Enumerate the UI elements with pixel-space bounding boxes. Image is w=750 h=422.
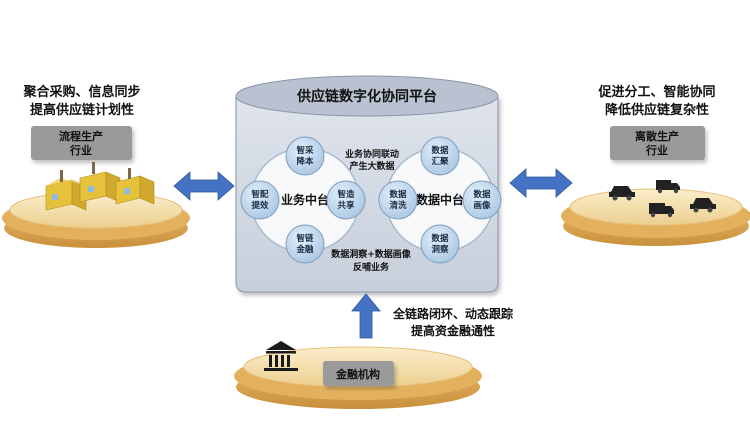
data-hub: 数据中台 数据 汇聚 数据 清洗 数据 画像 数据 洞察: [378, 136, 502, 264]
right-discrete-industry: 促进分工、智能协同 降低供应链复杂性 离散生产 行业: [561, 84, 750, 246]
truck-icon: [656, 180, 680, 194]
business-hub: 业务中台 智采 降本 智配 提效 智造 共享 智链 金融: [240, 136, 366, 264]
truck-icon: [649, 203, 674, 218]
node-data-aggregate: 数据 汇聚: [420, 136, 460, 176]
left-box-line1: 流程生产: [59, 129, 103, 143]
platform-title: 供应链数字化协同平台: [296, 88, 437, 105]
node-label: 清洗: [389, 200, 407, 211]
bottom-caption-line2: 提高资金融通性: [411, 323, 495, 338]
bottom-caption-line1: 全链路闭环、动态跟踪: [392, 306, 513, 321]
factory-icon: [45, 162, 155, 211]
node-label: 智造: [336, 189, 355, 200]
right-box-line2: 行业: [645, 143, 668, 157]
node-label: 画像: [473, 200, 491, 211]
node-label: 提效: [251, 200, 269, 211]
node-label: 降本: [296, 156, 314, 167]
node-label: 数据: [473, 189, 491, 200]
arrow-right-bidirectional: [509, 168, 573, 198]
car-icon: [609, 186, 635, 201]
note-top-line1: 业务协同联动: [345, 148, 399, 160]
left-caption-line2: 提高供应链计划性: [30, 102, 134, 118]
bottom-financial-institution: 金融机构 全链路闭环、动态跟踪 提高资金融通性: [234, 306, 513, 409]
node-smart-manufacture: 智造 共享: [326, 180, 366, 220]
node-label: 智配: [250, 189, 269, 200]
note-top-line2: 产生大数据: [349, 160, 394, 172]
node-smart-dispatch: 智配 提效: [240, 180, 280, 220]
platform-top: [235, 75, 499, 117]
bottom-box-label: 金融机构: [335, 367, 380, 381]
data-hub-label: 数据中台: [416, 192, 464, 207]
right-caption-line2: 降低供应链复杂性: [605, 102, 709, 118]
left-box-line2: 行业: [69, 143, 92, 157]
right-caption-line1: 促进分工、智能协同: [597, 84, 715, 100]
left-process-industry: 聚合采购、信息同步 提高供应链计划性 流程生产 行业: [2, 84, 190, 248]
node-label: 数据: [431, 233, 449, 244]
node-label: 洞察: [431, 244, 449, 255]
node-data-insight: 数据 洞察: [420, 224, 460, 264]
node-label: 智链: [295, 233, 314, 244]
platform: 供应链数字化协同平台 业务中台 智采 降本 智配 提效 智造 共享: [235, 75, 502, 293]
right-label-box: [610, 126, 705, 160]
node-label: 金融: [295, 244, 314, 255]
node-label: 数据: [389, 189, 407, 200]
left-label-box: [31, 126, 132, 160]
node-label: 数据: [431, 145, 449, 156]
node-label: 汇聚: [431, 156, 449, 167]
note-bottom-line1: 数据洞察+数据画像: [331, 248, 412, 260]
node-smart-finance: 智链 金融: [285, 224, 325, 264]
node-data-profile: 数据 画像: [462, 180, 502, 220]
bottom-label-box: [323, 361, 394, 386]
arrow-up: [351, 293, 381, 339]
node-label: 共享: [337, 200, 355, 211]
business-hub-label: 业务中台: [281, 192, 329, 207]
right-box-line1: 离散生产: [635, 129, 679, 143]
node-data-clean: 数据 清洗: [378, 180, 418, 220]
note-bottom-line2: 反哺业务: [353, 261, 390, 273]
bank-icon: [264, 341, 298, 371]
node-smart-purchase: 智采 降本: [285, 136, 325, 176]
car-icon: [690, 198, 716, 213]
arrow-left-bidirectional: [173, 171, 235, 201]
left-caption-line1: 聚合采购、信息同步: [22, 84, 140, 100]
node-label: 智采: [295, 145, 314, 156]
vehicles-icon: [609, 180, 716, 218]
